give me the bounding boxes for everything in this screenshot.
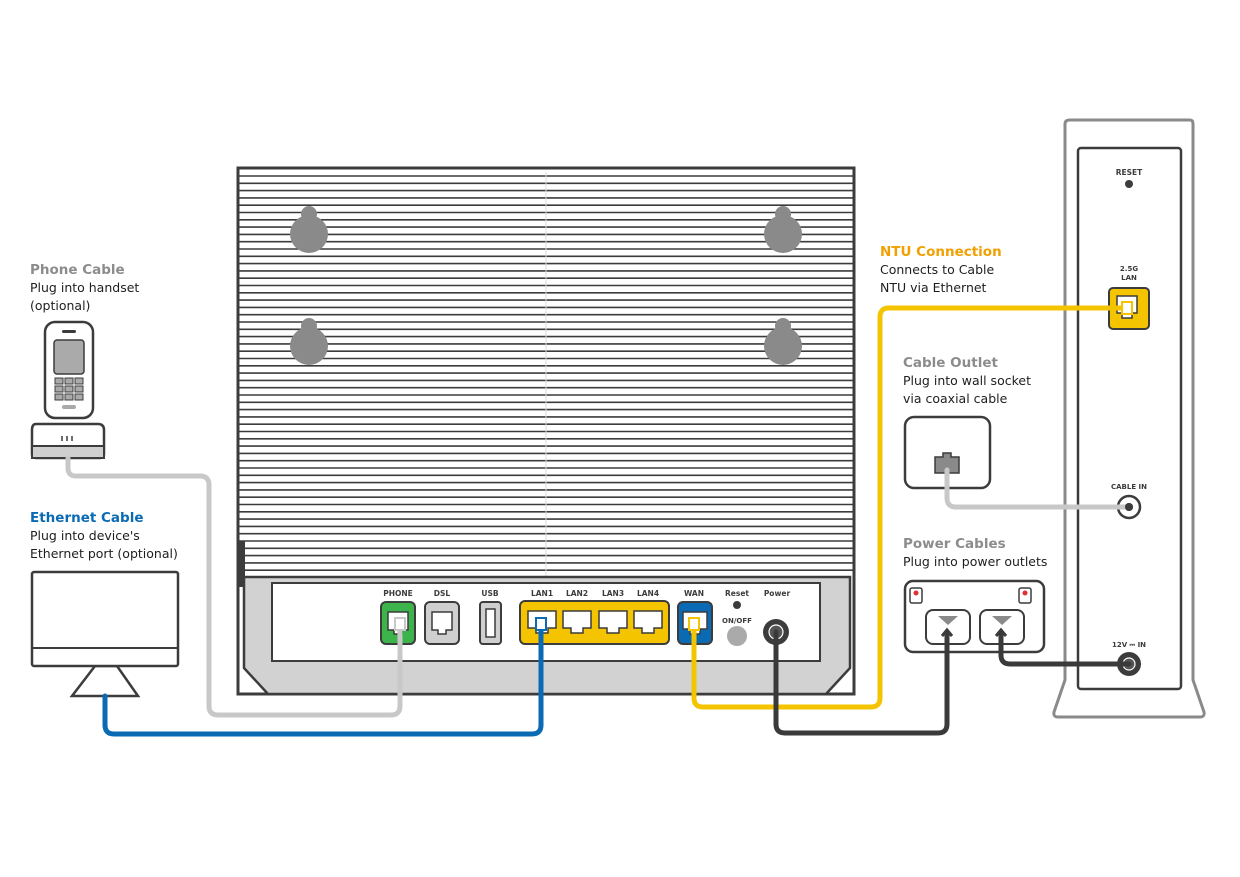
rj-socket-icon — [633, 610, 663, 634]
mount-hole-icon — [764, 206, 802, 253]
cable-outlet-title: Cable Outlet — [903, 355, 998, 371]
ethernet-cable-title: Ethernet Cable — [30, 510, 144, 526]
router-power-cable — [773, 629, 950, 736]
mount-hole-icon — [290, 206, 328, 253]
power-cables-title: Power Cables — [903, 536, 1006, 552]
lan4-port-label: LAN4 — [637, 589, 659, 598]
dsl-port — [424, 601, 460, 645]
router-mount-holes — [290, 206, 802, 365]
rj-socket-icon — [562, 610, 592, 634]
ntu-lan-label: LAN — [1121, 274, 1137, 282]
ethernet-cable-desc-1: Plug into device's — [30, 528, 140, 543]
wan-port-label: WAN — [684, 589, 704, 598]
ethernet-cable — [102, 620, 544, 737]
phone-cable-desc-1: Plug into handset — [30, 280, 140, 295]
dsl-port-label: DSL — [434, 589, 451, 598]
power-cables-callout: Power Cables Plug into power outlets — [903, 535, 1047, 571]
ntu-reset-button — [1125, 180, 1133, 188]
usb-port-label: USB — [481, 589, 498, 598]
power-wall-outlet — [903, 579, 1046, 654]
reset-label: Reset — [725, 589, 749, 598]
ntu-power-cable — [998, 631, 1132, 667]
phone-cable — [65, 455, 403, 718]
ntu-ethernet-cable — [691, 305, 1131, 710]
cable-ntu: RESET 2.5G LAN CABLE IN 12V ⎓ IN — [1052, 118, 1206, 719]
mount-hole-icon — [290, 318, 328, 365]
ethernet-cable-desc-2: Ethernet port (optional) — [30, 546, 178, 561]
phone-port-label: PHONE — [383, 589, 413, 598]
reset-button — [733, 601, 741, 609]
rj-socket-icon — [598, 610, 628, 634]
plug-heads — [394, 301, 1133, 637]
cordless-phone-icon — [30, 320, 106, 460]
ntu-connection-desc-1: Connects to Cable — [880, 262, 995, 277]
cable-outlet-desc-2: via coaxial cable — [903, 391, 1008, 406]
router: PHONE DSL USB LAN1 LAN2 LAN3 LAN4 WAN Re… — [236, 166, 856, 696]
ntu-power-label: 12V ⎓ IN — [1112, 641, 1146, 649]
rj-socket-icon — [431, 611, 453, 635]
power-port-label: Power — [764, 589, 791, 598]
lan1-port-label: LAN1 — [531, 589, 553, 598]
cables — [65, 305, 1132, 737]
phone-cable-desc-2: (optional) — [30, 298, 91, 313]
computer-monitor-icon — [30, 570, 180, 698]
coax-cable — [944, 467, 1132, 510]
lan2-port-label: LAN2 — [566, 589, 588, 598]
ntu-reset-label: RESET — [1116, 168, 1143, 177]
coax-socket-icon — [934, 452, 960, 474]
ntu-lan-speed-label: 2.5G — [1120, 265, 1138, 273]
onoff-label: ON/OFF — [722, 617, 752, 625]
cable-outlet-desc-1: Plug into wall socket — [903, 373, 1031, 388]
mount-hole-icon — [764, 318, 802, 365]
cable-outlet-callout: Cable Outlet Plug into wall socket via c… — [903, 354, 1031, 408]
ntu-connection-callout: NTU Connection Connects to Cable NTU via… — [880, 243, 1002, 297]
lan-ports — [519, 600, 670, 645]
ethernet-cable-callout: Ethernet Cable Plug into device's Ethern… — [30, 509, 178, 563]
phone-cable-title: Phone Cable — [30, 262, 125, 278]
usb-port — [479, 601, 502, 645]
power-cables-desc-1: Plug into power outlets — [903, 554, 1048, 569]
ntu-connection-title: NTU Connection — [880, 244, 1002, 260]
lan3-port-label: LAN3 — [602, 589, 624, 598]
ntu-cable-in-label: CABLE IN — [1111, 483, 1147, 491]
phone-cable-callout: Phone Cable Plug into handset (optional) — [30, 261, 139, 315]
onoff-button — [727, 626, 747, 646]
ntu-connection-desc-2: NTU via Ethernet — [880, 280, 987, 295]
